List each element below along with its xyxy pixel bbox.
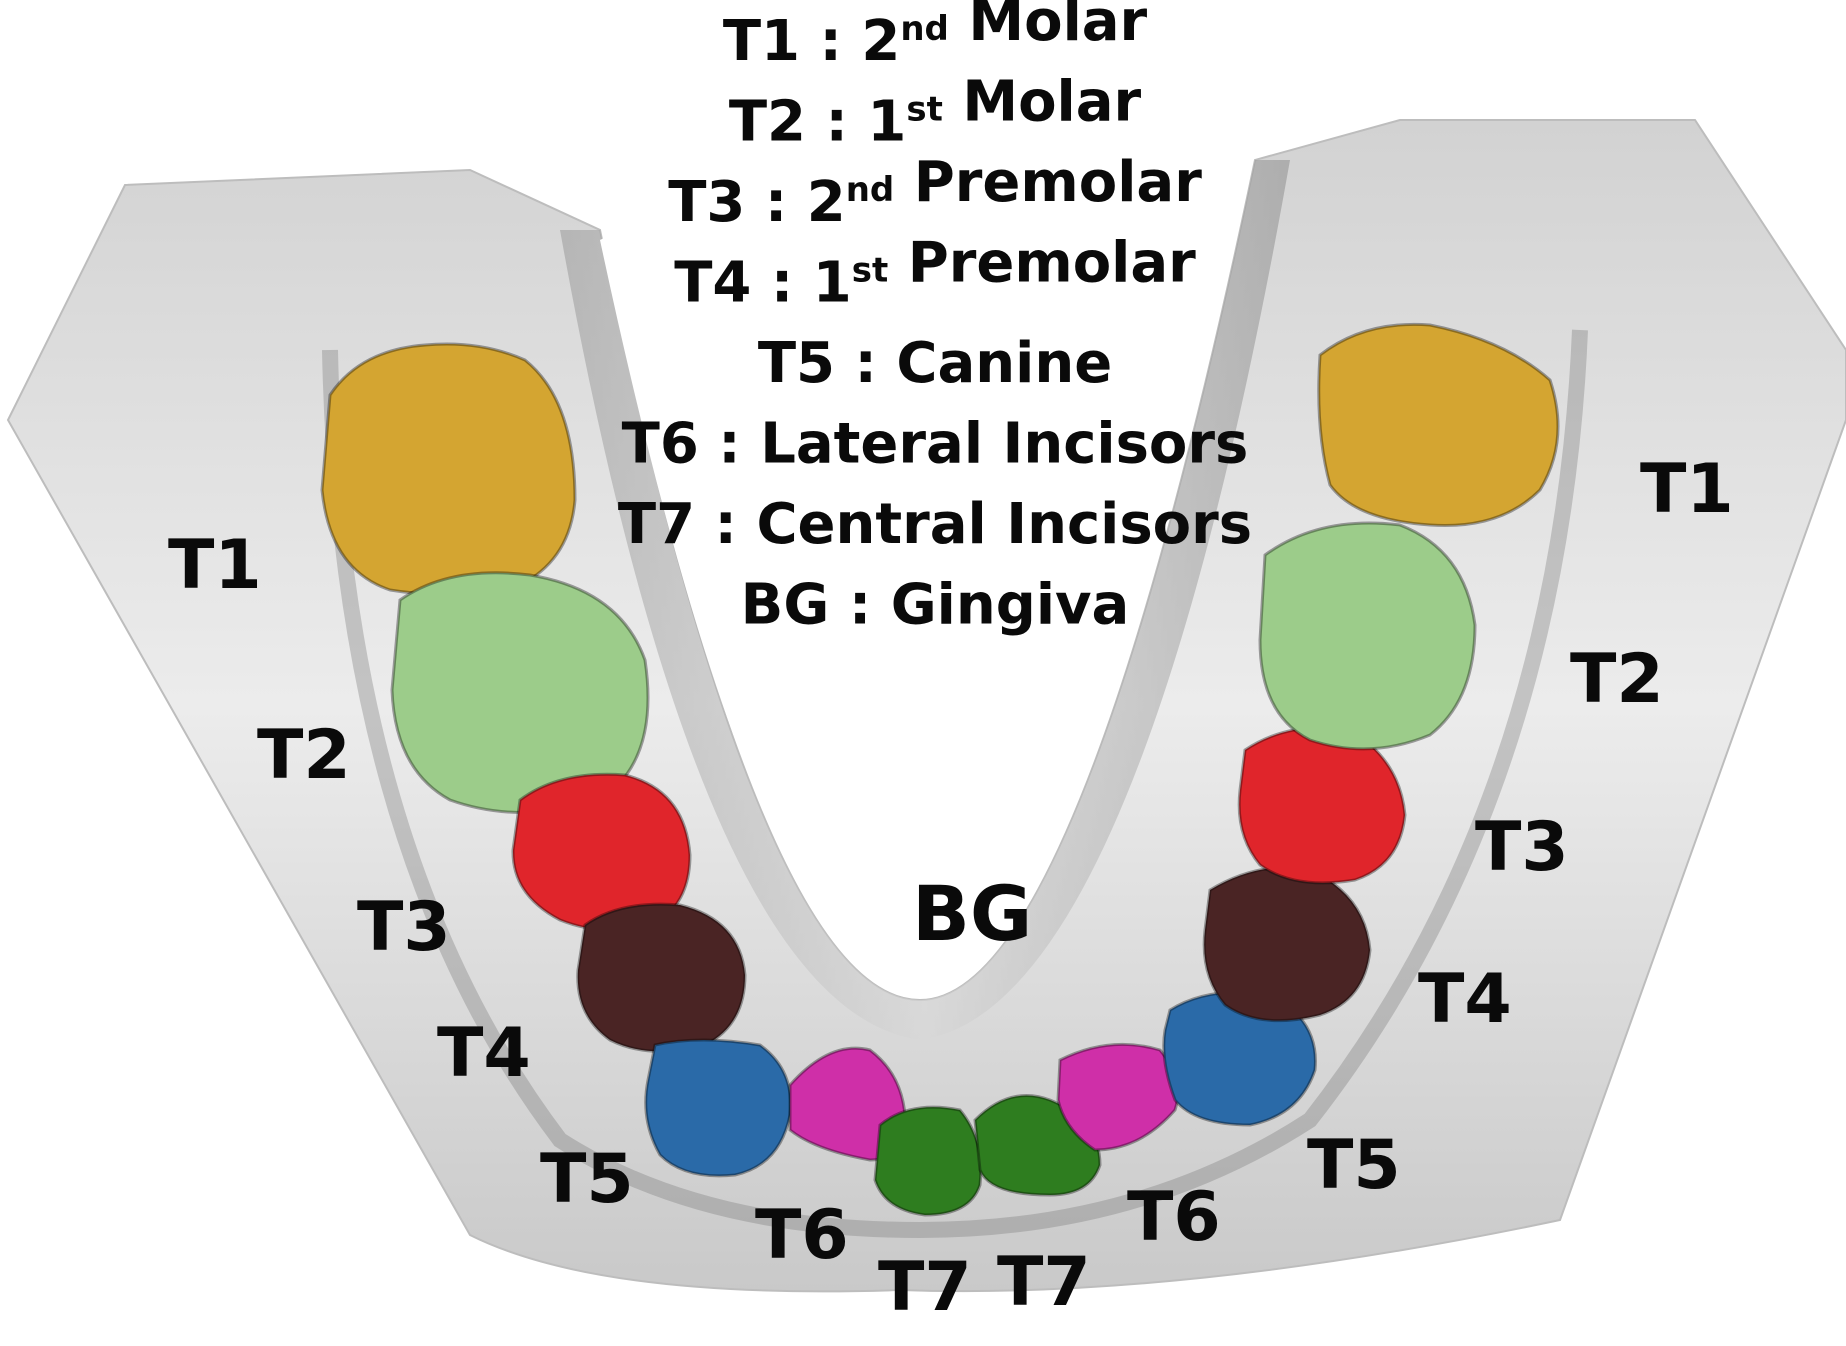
legend-line-bg: BG : Gingiva [741, 573, 1130, 638]
label-left-t7: T7 [878, 1248, 972, 1327]
legend-line-t7: T7 : Central Incisors [618, 492, 1252, 557]
label-right-t4: T4 [1418, 960, 1512, 1039]
tooth-t4-left [576, 902, 747, 1053]
tooth-t5-left [644, 1038, 793, 1178]
label-right-t2: T2 [1570, 640, 1664, 719]
label-right-t5: T5 [1307, 1126, 1401, 1205]
label-left-t1: T1 [168, 526, 262, 605]
tooth-labels-left: T1 T2 T3 T4 T5 T6 T7 [168, 526, 972, 1327]
label-right-t6: T6 [1127, 1178, 1221, 1257]
label-left-t5: T5 [540, 1140, 634, 1219]
legend-line-t2: T2 : 1st Molar [729, 70, 1142, 155]
tooth-labels-right: T1 T2 T3 T4 T5 T6 T7 [997, 450, 1734, 1322]
tooth-t1-left [320, 342, 577, 596]
label-left-t2: T2 [257, 716, 351, 795]
label-right-t1: T1 [1640, 450, 1734, 529]
label-right-t7: T7 [997, 1243, 1091, 1322]
legend-line-t4: T4 : 1st Premolar [674, 231, 1196, 316]
tooth-t2-right [1258, 521, 1477, 751]
label-left-t3: T3 [357, 888, 451, 967]
teeth-group [320, 322, 1560, 1217]
tooth-t7-left [873, 1105, 983, 1217]
label-gingiva: BG [912, 869, 1032, 958]
tooth-t3-left [511, 772, 692, 932]
label-right-t3: T3 [1475, 808, 1569, 887]
tooth-t6-right [1056, 1042, 1180, 1152]
label-left-t6: T6 [755, 1196, 849, 1275]
tooth-t2-left [390, 571, 650, 814]
dental-ridge [322, 329, 1588, 1239]
legend-line-t5: T5 : Canine [758, 331, 1112, 396]
legend-line-t3: T3 : 2nd Premolar [668, 150, 1202, 235]
tooth-t1-right [1317, 322, 1560, 528]
legend-line-t1: T1 : 2nd Molar [723, 0, 1148, 74]
gingiva-inner-wall [560, 160, 1290, 1040]
tongue-space [600, 205, 1240, 990]
label-left-t4: T4 [437, 1014, 531, 1093]
legend-line-t6: T6 : Lateral Incisors [622, 412, 1249, 477]
